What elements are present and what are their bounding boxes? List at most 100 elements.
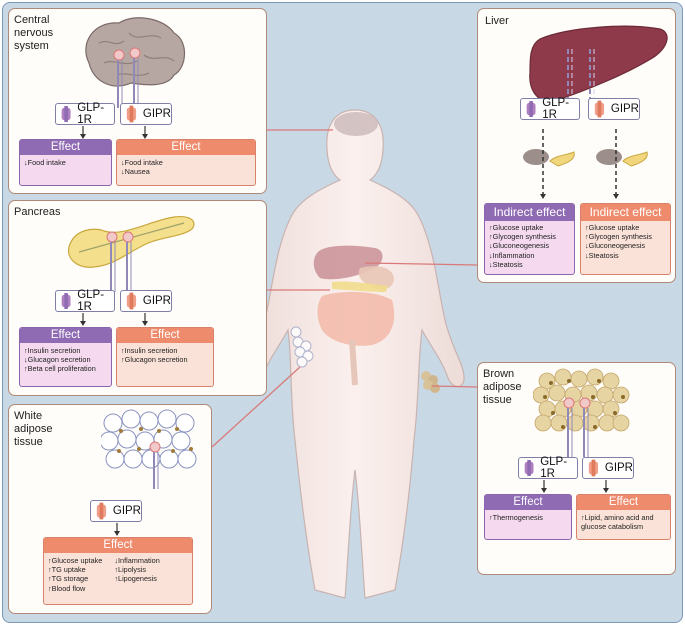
glp1r-receptor: GLP-1R xyxy=(518,456,578,480)
cns-panel: Central nervous system GLP-1R GIPR Effec… xyxy=(8,8,267,194)
effect-item: ↑Beta cell proliferation xyxy=(24,364,96,374)
glp1r-receptor-icon xyxy=(526,101,536,117)
effect-item: ↓Steatosis xyxy=(489,259,523,269)
effect-item: ↑Blood flow xyxy=(48,583,86,593)
panel-title: Brown adipose tissue xyxy=(483,368,522,406)
effect-item: ↓Nausea xyxy=(121,167,150,177)
bat-gipr-effect: Effect ↑Lipid, amino acid and glucose ca… xyxy=(576,494,671,540)
gipr-receptor: GIPR xyxy=(582,457,634,479)
liver-illustration xyxy=(523,25,668,199)
liver-panel: Liver GLP-1R GIPR Indirect effect ↑Gluco… xyxy=(477,8,676,283)
wat-panel: White adipose tissue GIPR Effect ↑Glucos… xyxy=(8,404,212,614)
gipr-receptor-icon xyxy=(588,459,599,477)
connector-lines xyxy=(211,129,478,448)
body-pancreas xyxy=(332,281,388,292)
glp1r-receptor-icon xyxy=(61,106,71,122)
body-brain xyxy=(334,112,378,136)
effect-item: ↓Food intake xyxy=(24,158,66,167)
glp1r-label: GLP-1R xyxy=(542,97,570,121)
gipr-label: GIPR xyxy=(610,103,639,115)
gipr-receptor: GIPR xyxy=(120,103,172,125)
effect-item: ↑Glycogen synthesis xyxy=(585,232,652,242)
cns-gipr-effect: Effect ↓Food intake ↓Nausea xyxy=(116,139,256,186)
pancreas-icon xyxy=(622,151,648,167)
effect-item: ↓Gluconeogenesis xyxy=(585,241,646,251)
effect-item: ↓Steatosis xyxy=(585,250,619,260)
gipr-receptor-icon xyxy=(594,100,605,118)
glp1r-label: GLP-1R xyxy=(77,102,105,126)
body-colon xyxy=(349,339,358,386)
glp1r-label: GLP-1R xyxy=(540,456,568,480)
wat-gipr-effect: Effect ↑Glucose uptake ↑TG uptake ↑TG st… xyxy=(43,537,193,605)
gipr-receptor-icon xyxy=(96,502,107,520)
arrows xyxy=(80,313,148,326)
effect-item: ↓Gluconeogenesis xyxy=(489,241,550,251)
effect-item: ↑Insulin secretion xyxy=(24,346,81,355)
body-brown-fat xyxy=(421,371,440,393)
pancreas-gipr-effect: Effect ↑Insulin secretion ↑Glucagon secr… xyxy=(116,327,214,387)
white-adipose-icon xyxy=(101,409,197,489)
brain-icon xyxy=(596,149,622,165)
liver-icon xyxy=(529,25,668,103)
effect-item: ↑Lipolysis xyxy=(114,565,146,575)
effect-header: Indirect effect xyxy=(581,204,670,221)
effect-item: ↑Thermogenesis xyxy=(489,513,543,522)
arrows xyxy=(541,480,609,493)
effect-item: ↑Glucose uptake xyxy=(585,223,640,232)
gipr-receptor: GIPR xyxy=(90,500,142,522)
gipr-receptor-icon xyxy=(126,105,137,123)
effect-header: Effect xyxy=(485,495,571,510)
brain-icon xyxy=(85,17,186,108)
effect-item: ↓Food intake xyxy=(121,158,163,167)
panel-title: Liver xyxy=(485,15,509,27)
effect-header: Effect xyxy=(577,495,670,510)
effect-header: Effect xyxy=(44,538,192,553)
arrows xyxy=(114,523,120,536)
pancreas-icon xyxy=(549,151,575,167)
glp1r-receptor-icon xyxy=(61,293,71,309)
gipr-receptor: GIPR xyxy=(120,290,172,312)
effect-item: ↑Lipogenesis xyxy=(114,574,157,584)
bat-glp1r-effect: Effect ↑Thermogenesis xyxy=(484,494,572,540)
brain-icon xyxy=(523,149,549,165)
effect-item: glucose catabolism xyxy=(581,522,644,532)
brown-adipose-icon xyxy=(533,368,630,457)
effect-item: ↑Glucose uptake xyxy=(48,556,103,565)
panel-title: Pancreas xyxy=(14,206,61,218)
pancreas-glp1r-effect: Effect ↑Insulin secretion ↓Glucagon secr… xyxy=(19,327,112,387)
pancreas-panel: Pancreas GLP-1R GIPR Effect ↑Insulin sec… xyxy=(8,200,267,396)
effect-header: Effect xyxy=(117,140,255,155)
gipr-label: GIPR xyxy=(142,108,171,120)
effect-item: ↓Glucagon secretion xyxy=(24,355,91,365)
liver-gipr-effect: Indirect effect ↑Glucose uptake ↑Glycoge… xyxy=(580,203,671,275)
gipr-label: GIPR xyxy=(604,462,633,474)
effect-item: ↑Lipid, amino acid and xyxy=(581,513,654,522)
arrows xyxy=(80,126,148,139)
gipr-label: GIPR xyxy=(112,505,141,517)
effect-item: ↑Insulin secretion xyxy=(121,346,178,355)
glp1r-receptor: GLP-1R xyxy=(520,97,580,121)
gipr-label: GIPR xyxy=(142,295,171,307)
glp1r-receptor-icon xyxy=(524,460,534,476)
gipr-receptor-icon xyxy=(126,292,137,310)
effect-header: Effect xyxy=(117,328,213,343)
liver-glp1r-effect: Indirect effect ↑Glucose uptake ↑Glycoge… xyxy=(484,203,575,275)
effect-item: ↑Glycogen synthesis xyxy=(489,232,556,242)
glp1r-label: GLP-1R xyxy=(77,289,105,313)
effect-header: Effect xyxy=(20,140,111,155)
bat-panel: Brown adipose tissue GLP-1R GIPR Effect xyxy=(477,362,676,575)
panel-title: Central nervous system xyxy=(14,14,54,52)
body-intestines xyxy=(317,291,395,346)
pancreas-icon xyxy=(67,216,195,292)
effect-item: ↑Glucagon secretion xyxy=(121,355,188,365)
glp1r-receptor: GLP-1R xyxy=(55,289,115,313)
panel-title: White adipose tissue xyxy=(14,410,53,448)
effect-header: Indirect effect xyxy=(485,204,574,221)
effect-item: ↓Inflammation xyxy=(489,250,535,260)
gipr-receptor: GIPR xyxy=(588,98,640,120)
effect-item: ↑Glucose uptake xyxy=(489,223,544,232)
body-white-fat xyxy=(290,326,314,368)
effect-item: ↑TG uptake xyxy=(48,565,86,575)
effect-item: ↑TG storage xyxy=(48,574,89,584)
